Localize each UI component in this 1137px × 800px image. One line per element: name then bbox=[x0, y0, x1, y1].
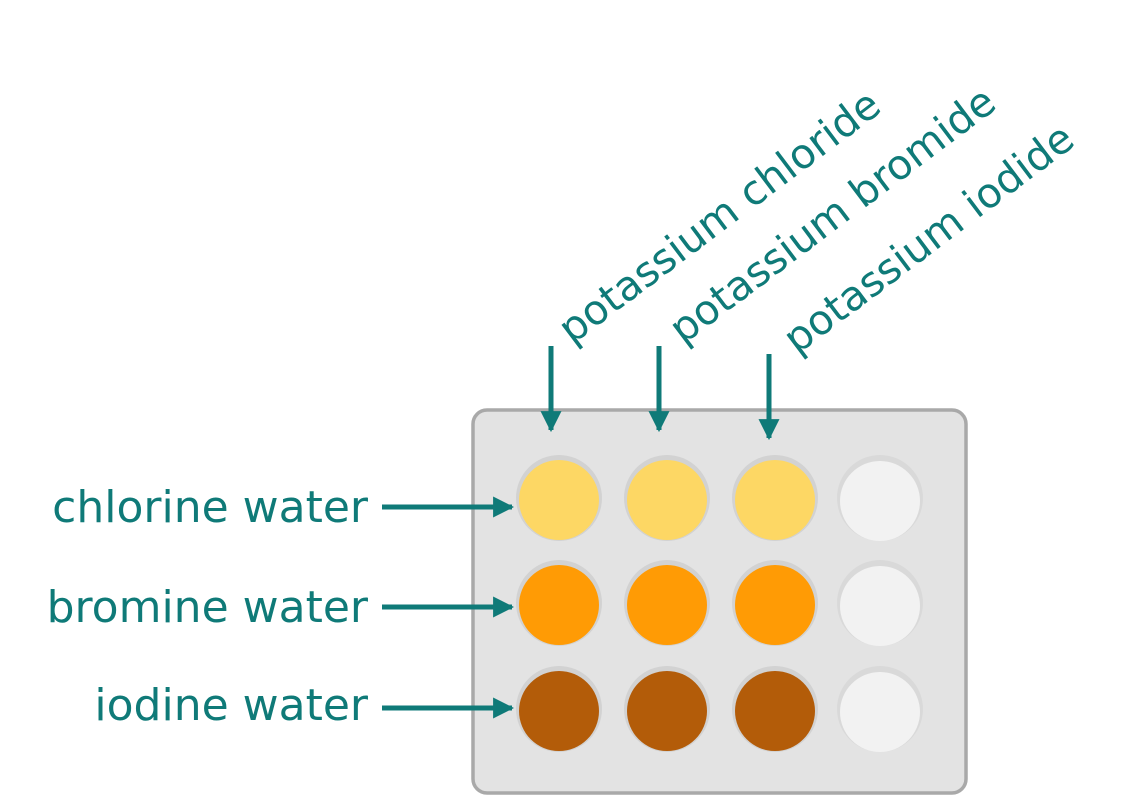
filled-well bbox=[519, 460, 599, 540]
empty-well bbox=[840, 566, 920, 646]
filled-well bbox=[735, 671, 815, 751]
row-arrows bbox=[382, 496, 515, 719]
empty-well bbox=[840, 461, 920, 541]
filled-well bbox=[627, 565, 707, 645]
filled-well bbox=[735, 565, 815, 645]
column-labels: potassium chloride potassium bromide pot… bbox=[549, 77, 1083, 363]
filled-well bbox=[735, 460, 815, 540]
filled-well bbox=[519, 671, 599, 751]
filled-well bbox=[627, 460, 707, 540]
row-label: bromine water bbox=[47, 582, 369, 633]
wells bbox=[516, 455, 923, 752]
row-label: iodine water bbox=[94, 680, 369, 731]
filled-well bbox=[519, 565, 599, 645]
filled-well bbox=[627, 671, 707, 751]
empty-well bbox=[840, 672, 920, 752]
column-arrows bbox=[540, 346, 780, 441]
row-labels: chlorine water bromine water iodine wate… bbox=[47, 482, 369, 731]
row-label: chlorine water bbox=[52, 482, 369, 533]
